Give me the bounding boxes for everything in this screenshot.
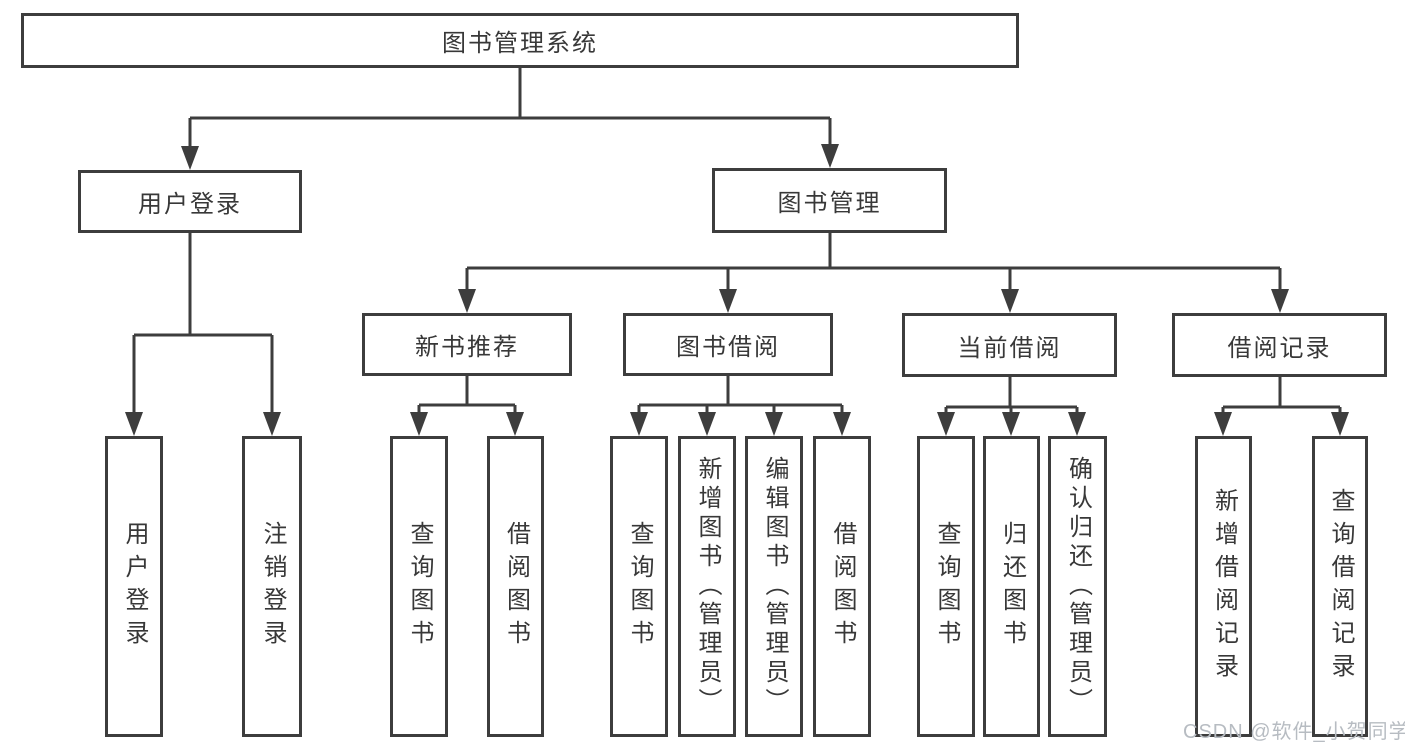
node-book-management-label: 图书管理 xyxy=(777,190,882,217)
node-current-borrow-label: 当前借阅 xyxy=(957,334,1062,362)
leaf-cb-return-books: 归还图书 xyxy=(983,436,1040,737)
leaf-cb-confirm-return-admin: 确认归还（管理员） xyxy=(1048,436,1107,737)
leaf-user-login: 用户登录 xyxy=(105,436,163,737)
leaf-user-login-label: 用户登录 xyxy=(121,520,148,653)
leaf-cb-confirm-return-admin-label: 确认归还（管理员） xyxy=(1064,456,1092,717)
leaf-br-query-record: 查询借阅记录 xyxy=(1312,436,1368,737)
node-user-login: 用户登录 xyxy=(78,170,302,233)
leaf-cb-query-books: 查询图书 xyxy=(917,436,975,737)
node-new-book-recommend-label: 新书推荐 xyxy=(415,334,519,361)
node-book-borrow: 图书借阅 xyxy=(623,313,833,376)
arrowhead-icons xyxy=(125,144,1349,436)
node-borrow-record-label: 借阅记录 xyxy=(1227,334,1332,362)
csdn-watermark: CSDN @软件_小贺同学 xyxy=(1183,721,1405,743)
node-book-management: 图书管理 xyxy=(712,168,947,233)
leaf-bb-add-books-admin: 新增图书（管理员） xyxy=(678,436,736,737)
node-book-borrow-label: 图书借阅 xyxy=(676,334,780,361)
node-new-book-recommend: 新书推荐 xyxy=(362,313,572,376)
leaf-br-add-record: 新增借阅记录 xyxy=(1195,436,1252,737)
node-root-system-label: 图书管理系统 xyxy=(442,30,598,57)
leaf-bb-query-books: 查询图书 xyxy=(610,436,668,737)
node-borrow-record: 借阅记录 xyxy=(1172,313,1387,377)
leaf-bb-query-books-label: 查询图书 xyxy=(626,520,653,653)
node-root-system: 图书管理系统 xyxy=(21,13,1019,68)
leaf-br-query-record-label: 查询借阅记录 xyxy=(1327,487,1354,686)
leaf-cb-query-books-label: 查询图书 xyxy=(933,520,960,653)
leaf-nbr-borrow-books: 借阅图书 xyxy=(487,436,544,737)
leaf-nbr-borrow-books-label: 借阅图书 xyxy=(502,520,530,653)
leaf-bb-borrow-books-label: 借阅图书 xyxy=(829,520,856,653)
leaf-logout-label: 注销登录 xyxy=(259,520,286,653)
leaf-bb-borrow-books: 借阅图书 xyxy=(813,436,871,737)
leaf-bb-edit-books-admin-label: 编辑图书（管理员） xyxy=(761,456,788,717)
node-current-borrow: 当前借阅 xyxy=(902,313,1117,377)
leaf-logout: 注销登录 xyxy=(242,436,302,737)
leaf-nbr-query-books: 查询图书 xyxy=(390,436,448,737)
node-user-login-label: 用户登录 xyxy=(138,191,242,218)
leaf-br-add-record-label: 新增借阅记录 xyxy=(1210,487,1238,686)
leaf-nbr-query-books-label: 查询图书 xyxy=(406,520,433,653)
leaf-bb-edit-books-admin: 编辑图书（管理员） xyxy=(745,436,803,737)
leaf-bb-add-books-admin-label: 新增图书（管理员） xyxy=(694,456,721,717)
leaf-cb-return-books-label: 归还图书 xyxy=(998,520,1026,653)
